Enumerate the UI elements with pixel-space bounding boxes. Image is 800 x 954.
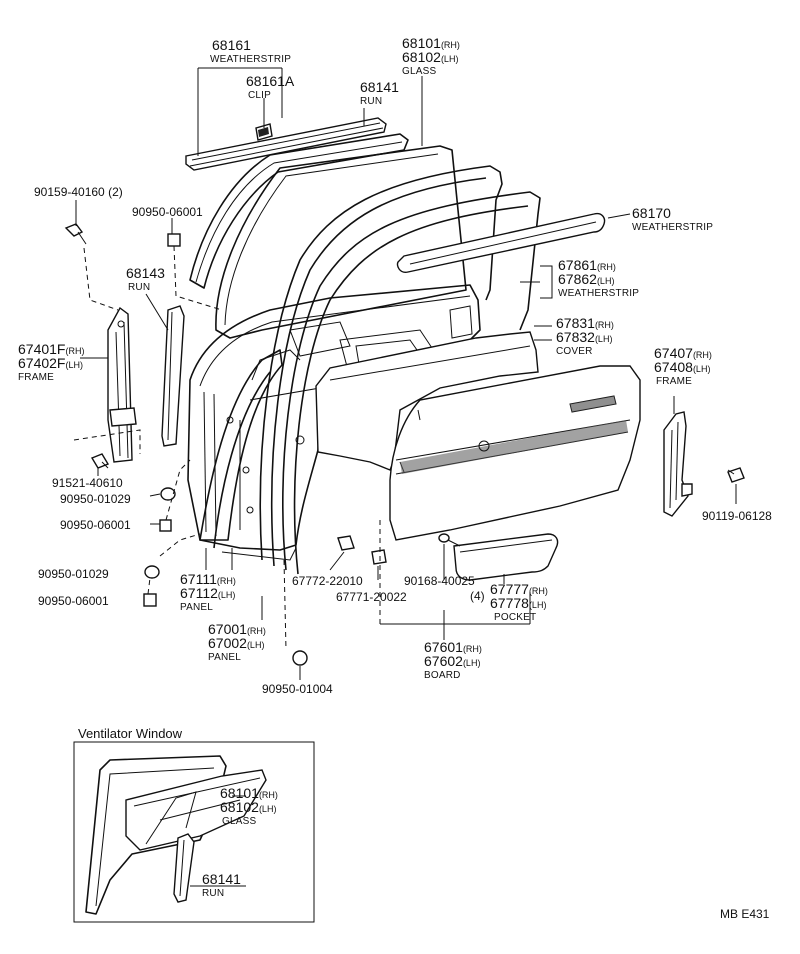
- label-68161-name: WEATHERSTRIP: [210, 54, 291, 65]
- label-67002-pn: 67002(LH): [208, 635, 264, 651]
- label-68143-pn: 68143: [126, 265, 165, 281]
- label-67111-name: PANEL: [180, 602, 213, 613]
- fasteners: [64, 223, 745, 666]
- pocket-67777: [453, 533, 559, 581]
- label-67407-pn: 67407(RH): [654, 345, 712, 361]
- label-67402f-pn: 67402F(LH): [18, 355, 83, 371]
- run-68143: [161, 305, 185, 447]
- ventilator-window-inset: [73, 741, 315, 923]
- door-weatherstrip-67861: [259, 165, 541, 575]
- inset-label-68102-pn: 68102(LH): [220, 799, 276, 815]
- label-90950-01029-b: 90950-01029: [38, 567, 109, 581]
- label-67771-pn: 67771-20022: [336, 590, 407, 604]
- frame-67401f: [107, 306, 137, 463]
- label-67772-pn: 67772-22010: [292, 574, 363, 588]
- label-90168-pn: 90168-40025: [404, 574, 475, 588]
- label-68161a-name: CLIP: [248, 90, 271, 101]
- label-67831-pn: 67831(RH): [556, 315, 614, 331]
- inset-label-68101-name: GLASS: [222, 816, 256, 827]
- label-90168-qty: (4): [470, 589, 485, 603]
- run-68141: [189, 133, 409, 289]
- board-67601: [389, 365, 641, 541]
- label-90950-06001-top: 90950-06001: [132, 205, 203, 219]
- weatherstrip-68170: [396, 212, 606, 274]
- label-90119-pn: 90119-06128: [702, 509, 772, 523]
- label-68161a-pn: 68161A: [246, 73, 295, 89]
- label-67861-name: WEATHERSTRIP: [558, 288, 639, 299]
- label-67777-pn: 67777(RH): [490, 581, 548, 597]
- label-67401f-name: FRAME: [18, 372, 54, 383]
- label-67408-pn: 67408(LH): [654, 359, 710, 375]
- label-68141-name: RUN: [360, 96, 382, 107]
- inset-label-68141-pn: 68141: [202, 871, 241, 887]
- label-67601-name: BOARD: [424, 670, 461, 681]
- label-67861-pn: 67861(RH): [558, 257, 616, 273]
- label-67601-pn: 67601(RH): [424, 639, 482, 655]
- label-67001-pn: 67001(RH): [208, 621, 266, 637]
- frame-67407: [663, 411, 693, 517]
- label-67778-pn: 67778(LH): [490, 595, 546, 611]
- label-68102-pn: 68102(LH): [402, 49, 458, 65]
- label-67862-pn: 67862(LH): [558, 271, 614, 287]
- labels: 68161 WEATHERSTRIP 68161A CLIP 68141 RUN…: [18, 35, 772, 921]
- label-68170-name: WEATHERSTRIP: [632, 222, 713, 233]
- inset-title: Ventilator Window: [78, 726, 183, 741]
- clip-68161a: [255, 123, 273, 141]
- label-67001-name: PANEL: [208, 652, 241, 663]
- label-67832-pn: 67832(LH): [556, 329, 612, 345]
- label-90159-pn: 90159-40160 (2): [34, 185, 123, 199]
- label-67407-name: FRAME: [656, 376, 692, 387]
- label-67602-pn: 67602(LH): [424, 653, 480, 669]
- inset-label-68101-pn: 68101(RH): [220, 785, 278, 801]
- label-90950-06001-b: 90950-06001: [60, 518, 131, 532]
- label-68161-pn: 68161: [212, 37, 251, 53]
- inset-label-68141-name: RUN: [202, 888, 224, 899]
- weatherstrip-68161: [185, 117, 387, 171]
- label-68101-pn: 68101(RH): [402, 35, 460, 51]
- label-90950-06001-c: 90950-06001: [38, 594, 109, 608]
- label-67112-pn: 67112(LH): [180, 585, 235, 601]
- panel-67111: [199, 349, 297, 561]
- diagram-code: MB E431: [720, 907, 770, 921]
- label-68101-name: GLASS: [402, 66, 436, 77]
- label-90950-01029-a: 90950-01029: [60, 492, 131, 506]
- label-67111-pn: 67111(RH): [180, 571, 236, 587]
- label-67831-name: COVER: [556, 346, 593, 357]
- cover-67831: [315, 331, 539, 471]
- label-68141-pn: 68141: [360, 79, 399, 95]
- label-67777-name: POCKET: [494, 612, 536, 623]
- leader-lines: [73, 67, 737, 680]
- glass-68101: [215, 145, 467, 339]
- label-68170-pn: 68170: [632, 205, 671, 221]
- label-68143-name: RUN: [128, 282, 150, 293]
- label-67401f-pn: 67401F(RH): [18, 341, 84, 357]
- label-91521-pn: 91521-40610: [52, 476, 123, 490]
- label-90950-01004: 90950-01004: [262, 682, 333, 696]
